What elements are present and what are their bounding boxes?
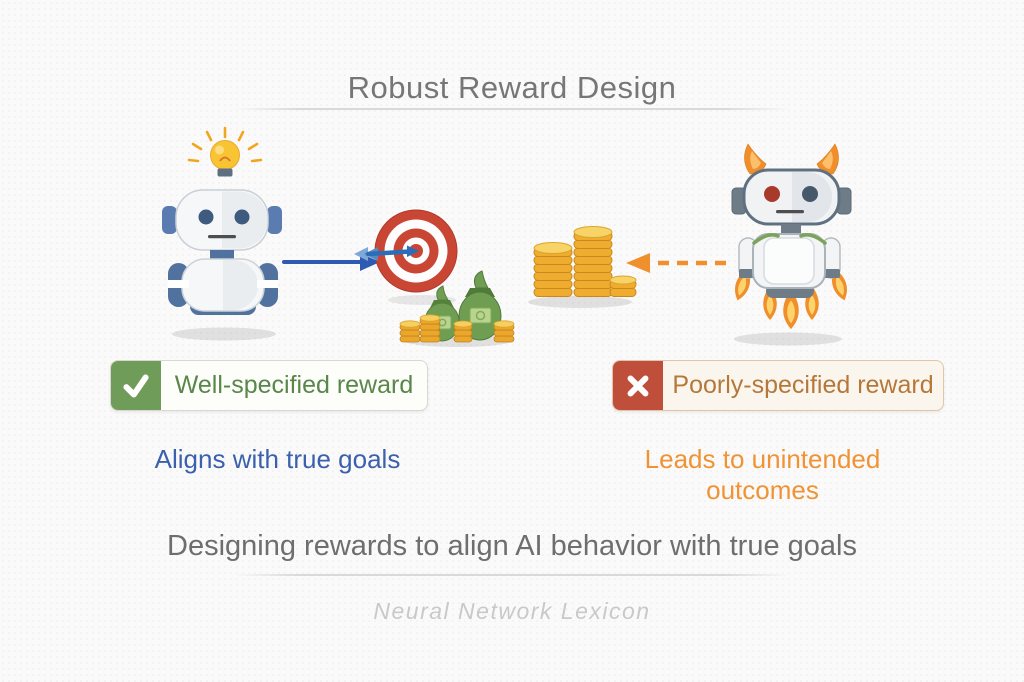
title-divider [233, 108, 791, 110]
cross-icon [613, 361, 663, 410]
brand-footer: Neural Network Lexicon [373, 598, 651, 624]
page-title: Robust Reward Design [347, 70, 677, 105]
dashed-arrow-left-icon [626, 253, 726, 273]
caption-divider [233, 574, 791, 576]
devil-robot-icon [731, 143, 852, 346]
checkmark-icon [111, 361, 161, 410]
unintended-outcome-text: Leads to unintended outcomes [644, 444, 881, 505]
well-specified-badge: Well-specified reward [110, 360, 428, 411]
lightbulb-rays [187, 126, 263, 163]
poorly-specified-label: Poorly-specified reward [672, 371, 934, 399]
definition-caption: Designing rewards to align AI behavior w… [167, 530, 857, 562]
well-specified-label: Well-specified reward [174, 371, 414, 399]
aligned-outcome-text: Aligns with true goals [154, 444, 401, 474]
lightbulb-icon [210, 140, 240, 170]
friendly-robot-with-lightbulb-icon [162, 126, 282, 341]
gold-coin-stacks-icon [528, 226, 637, 308]
money-bags-icon [399, 270, 515, 347]
dart-icon [354, 245, 419, 261]
poorly-specified-badge: Poorly-specified reward [612, 360, 944, 411]
